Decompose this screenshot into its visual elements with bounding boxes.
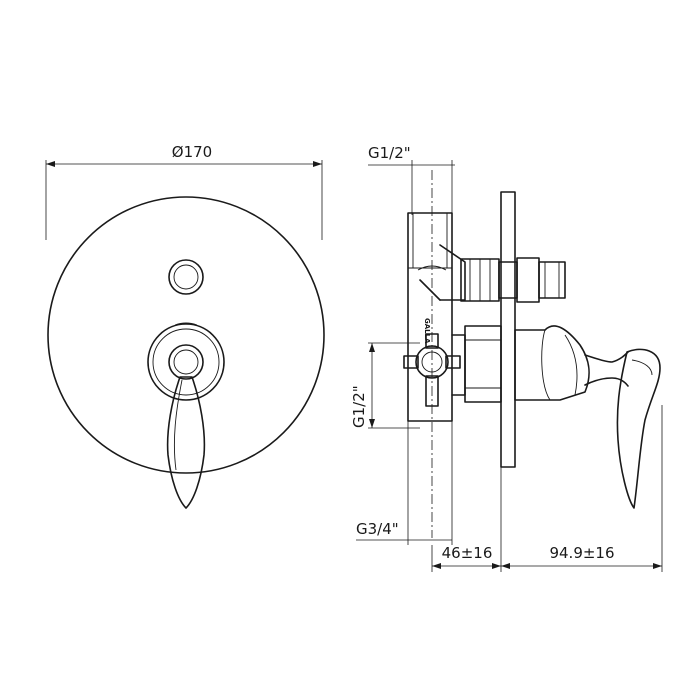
handle-bell: [514, 325, 590, 401]
side-inlet-circle: [415, 345, 449, 379]
upper-port-curve: [417, 265, 447, 271]
body-brand-mark: GALLA: [423, 318, 431, 344]
lever-side: [616, 348, 661, 509]
handle-hub-inner: [173, 349, 199, 375]
depth-arrow-3: [501, 563, 510, 569]
upper-connector-housing: [439, 244, 466, 301]
cover-plate: [47, 196, 325, 474]
diverter-knob-side: [538, 261, 566, 299]
side-inlet-stub-bottom: [425, 375, 439, 407]
side-inlet-stub-top: [425, 333, 439, 349]
diverter-knob: [168, 259, 204, 295]
upper-port-chamfer: [419, 279, 441, 301]
handle-hub: [168, 344, 204, 380]
side-view: G1/2" GALLA: [350, 144, 663, 572]
side-inlet-stub-right: [445, 355, 461, 369]
lever-handle: [166, 376, 206, 509]
arrow-right: [313, 161, 322, 167]
top-inlet-bore: [412, 213, 448, 268]
cover-plate-side: [500, 191, 516, 468]
front-view: Ø170: [45, 143, 325, 509]
side-inlet-label: G1/2": [350, 385, 368, 428]
side-inlet-arrow-bottom: [369, 419, 375, 428]
diverter-spindle-hex: [516, 257, 540, 303]
depth-arrow-1: [432, 563, 441, 569]
valve-body: [407, 212, 453, 422]
cartridge-body: [464, 325, 502, 403]
handle-rosette-inner: [152, 328, 220, 396]
depth-arrow-4: [653, 563, 662, 569]
handle-neck-top: [584, 351, 629, 363]
depth-body-label: 46±16: [442, 544, 493, 562]
side-inlet-stub-left: [403, 355, 419, 369]
lever-highlight: [173, 379, 183, 471]
side-inlet-inner: [421, 351, 443, 373]
handle-bell-edge: [541, 329, 551, 401]
top-inlet-label: G1/2": [368, 144, 411, 162]
handle-bell-curve: [564, 334, 578, 396]
depth-handle-label: 94.9±16: [549, 544, 614, 562]
depth-arrow-2: [492, 563, 501, 569]
arrow-left: [46, 161, 55, 167]
lever-side-highlight: [631, 359, 653, 376]
cartridge-collar: [451, 334, 466, 396]
side-inlet-arrow-top: [369, 343, 375, 352]
handle-neck-bottom: [584, 377, 629, 387]
rosette-notch: [174, 322, 198, 326]
diameter-label: Ø170: [172, 143, 212, 161]
outlet-label: G3/4": [356, 520, 399, 538]
diverter-knob-inner: [173, 264, 199, 290]
handle-rosette: [147, 323, 225, 401]
